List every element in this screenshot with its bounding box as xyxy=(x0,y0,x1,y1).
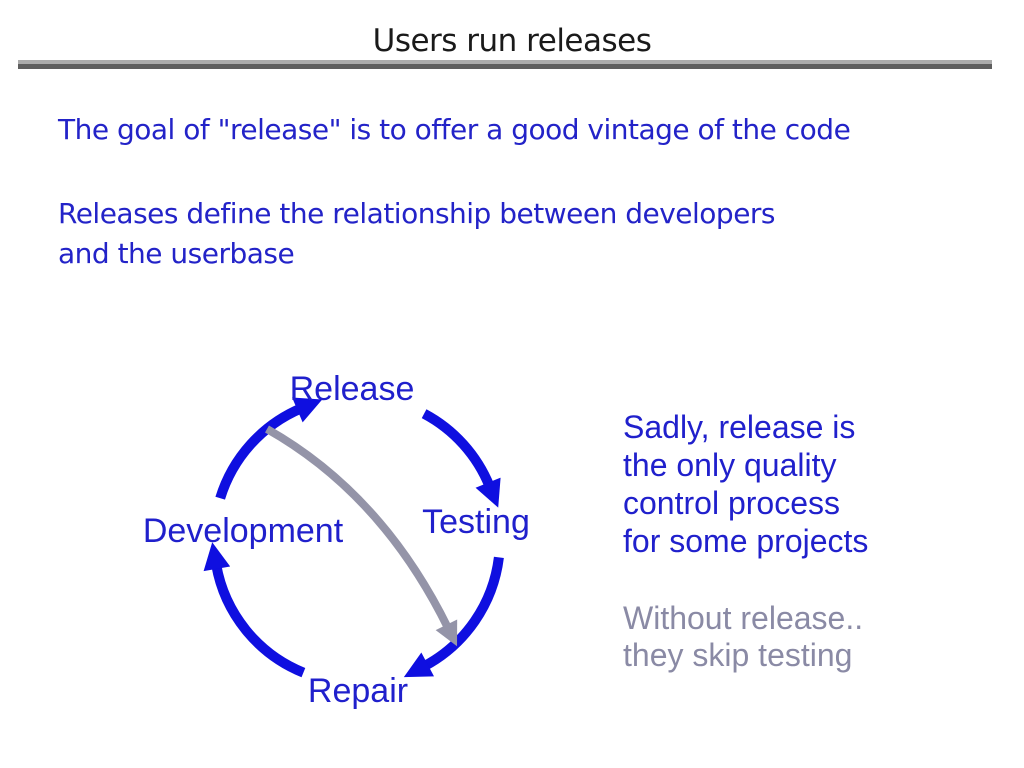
intro-line-1: The goal of "release" is to offer a good… xyxy=(58,113,851,146)
intro-line-3: and the userbase xyxy=(58,237,295,270)
node-repair: Repair xyxy=(307,672,409,710)
skip-testing-arrow xyxy=(265,425,458,647)
note-quality-line-2: the only quality xyxy=(623,447,837,483)
node-development: Development xyxy=(142,512,344,550)
note-quality-control: Sadly, release is the only quality contr… xyxy=(623,408,868,560)
title-divider xyxy=(18,60,992,69)
note-quality-line-3: control process xyxy=(623,485,840,521)
node-testing: Testing xyxy=(422,503,530,541)
intro-paragraph: Releases define the relationship between… xyxy=(58,194,776,274)
note-quality-line-1: Sadly, release is xyxy=(623,409,856,445)
note-skip-line-2: they skip testing xyxy=(623,637,853,673)
cycle-arrow-development-to-release xyxy=(215,397,323,500)
slide-title: Users run releases xyxy=(372,23,652,59)
note-quality-line-4: for some projects xyxy=(623,523,869,559)
cycle-arrow-release-to-testing xyxy=(421,409,501,508)
intro-line-2: Releases define the relationship between… xyxy=(58,197,776,230)
note-skip-testing: Without release.. they skip testing xyxy=(623,600,863,674)
note-skip-line-1: Without release.. xyxy=(623,600,864,636)
cycle-arrow-repair-to-development xyxy=(203,542,306,678)
node-release: Release xyxy=(289,370,415,408)
cycle-arrow-testing-to-repair xyxy=(403,556,504,678)
